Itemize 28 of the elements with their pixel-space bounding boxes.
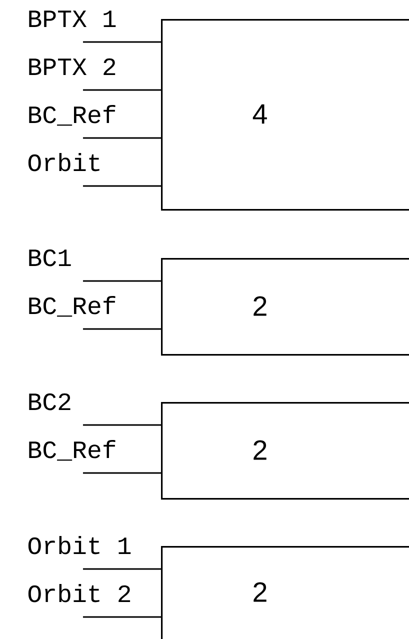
signal-line — [83, 568, 161, 570]
signal-line — [83, 280, 161, 282]
signal-line — [83, 185, 161, 187]
number-box — [161, 402, 409, 500]
signal-line — [83, 328, 161, 330]
signal-name: Orbit 1 — [28, 536, 131, 554]
signal-line — [83, 424, 161, 426]
signal-line — [83, 89, 161, 91]
signal-name: Orbit 2 — [28, 584, 130, 602]
signal-name: BC2 — [29, 393, 70, 410]
box-number: 2 — [254, 296, 266, 316]
signal-name: BC_Ref — [29, 104, 116, 126]
signal-line — [83, 41, 161, 43]
signal-name: BC1 — [29, 249, 71, 266]
box-number: 2 — [254, 582, 266, 602]
signal-line — [83, 616, 161, 618]
signal-name: BC_Ref — [29, 296, 116, 317]
box-number: 4 — [252, 104, 267, 124]
signal-line — [83, 137, 161, 139]
signal-line — [83, 472, 161, 474]
box-number: 2 — [254, 440, 266, 460]
signal-name: BPTX 2 — [29, 58, 116, 75]
number-box — [161, 546, 409, 639]
number-box — [161, 258, 409, 356]
number-box — [161, 19, 409, 211]
signal-name: BPTX 1 — [29, 10, 116, 27]
signal-name: BC_Ref — [29, 440, 116, 461]
signal-name: Orbit — [28, 152, 100, 172]
